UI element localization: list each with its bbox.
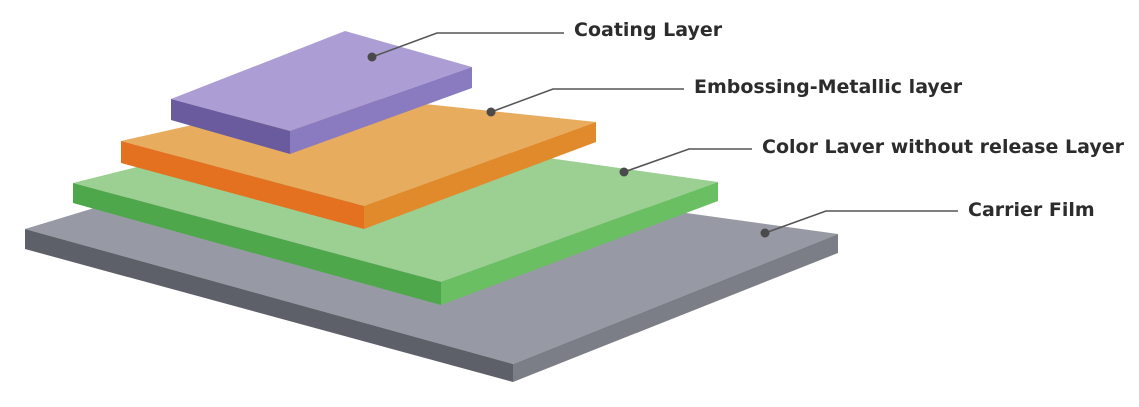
leader-embossing (486, 88, 684, 117)
embossing-metallic-layer-label: Embossing-Metallic layer (694, 76, 963, 98)
leader-line-carrier (764, 210, 958, 234)
carrier-film-side-face (513, 234, 838, 382)
coating-layer-top-face (171, 31, 472, 131)
leader-dot-embossing (486, 107, 496, 117)
leader-color (619, 148, 752, 177)
coating-layer-front-face (171, 99, 290, 154)
leader-coating (367, 32, 564, 62)
leader-dot-coating (367, 52, 377, 62)
leader-dot-color (619, 167, 629, 177)
carrier-film-front-face (25, 229, 513, 382)
leader-carrier (760, 210, 958, 238)
coating-layer-label: Coating Layer (574, 19, 723, 41)
coating-layer-side-face (290, 67, 472, 154)
coating-layer-slab (171, 31, 472, 154)
color-layer-front-face (73, 183, 441, 305)
leader-line-embossing (490, 88, 684, 113)
embossing-layer-side-face (364, 122, 596, 229)
embossing-layer-front-face (121, 141, 364, 229)
carrier-film-label: Carrier Film (968, 199, 1095, 221)
color-layer-label: Color Laver without release Layer (762, 136, 1124, 158)
leader-dot-carrier (760, 228, 770, 238)
leader-line-coating (371, 32, 564, 58)
color-layer-side-face (441, 182, 718, 305)
leader-line-color (623, 148, 752, 173)
